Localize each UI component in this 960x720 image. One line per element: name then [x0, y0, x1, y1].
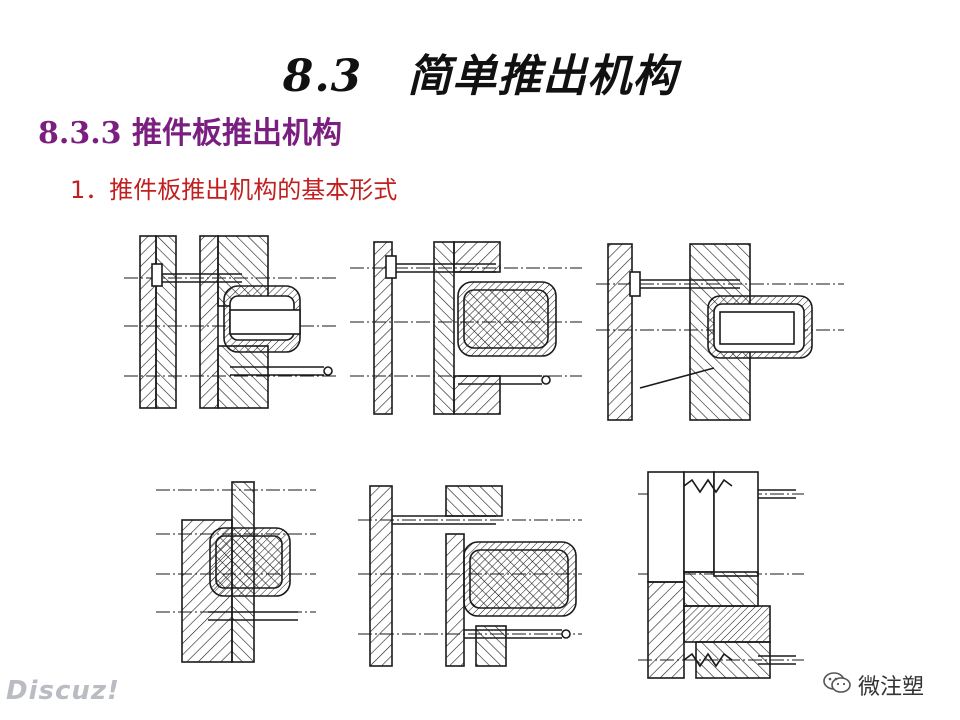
mold-diagram-3: [594, 238, 848, 428]
wechat-account-name: 微注塑: [858, 675, 925, 700]
wechat-icon: [822, 670, 852, 700]
mold-diagram-2: [346, 226, 586, 422]
section-heading: 8.3.3 推件板推出机构: [38, 116, 342, 151]
mold-diagram-6: [636, 464, 806, 686]
mold-diagram-4: [152, 470, 320, 670]
point-heading: 1．推件板推出机构的基本形式: [70, 176, 398, 204]
wechat-watermark: 微注塑: [822, 670, 924, 700]
discuz-watermark: Discuz!: [6, 676, 120, 706]
mold-diagram-5: [356, 476, 586, 672]
slide-title: 8.3 简单推出机构: [282, 51, 678, 102]
mold-diagram-1: [124, 226, 344, 416]
